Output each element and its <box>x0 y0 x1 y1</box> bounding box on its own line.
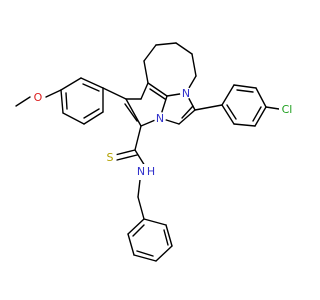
bond <box>116 154 138 161</box>
bond <box>163 229 169 246</box>
bond <box>60 77 82 91</box>
amide-nitrogen: N H <box>136 164 155 180</box>
bond <box>155 42 177 46</box>
bond <box>82 83 100 92</box>
bond <box>134 125 142 151</box>
bond <box>15 96 31 107</box>
bond <box>252 106 262 122</box>
bond <box>133 254 157 262</box>
hydrogen-label: H <box>147 165 155 178</box>
bond <box>233 123 256 127</box>
chlorophenyl-group <box>194 84 280 127</box>
bond <box>149 88 166 100</box>
bond <box>226 104 237 120</box>
bond <box>265 106 280 110</box>
oxygen-label: O <box>34 91 43 104</box>
bond <box>175 42 193 55</box>
bond <box>134 149 146 167</box>
fused-ring-core <box>124 42 197 127</box>
bond <box>83 108 100 119</box>
chlorine-label: Cl <box>282 103 293 116</box>
bond <box>45 89 62 98</box>
bond <box>255 87 267 108</box>
bond <box>127 218 145 235</box>
bond <box>143 218 167 226</box>
methoxy-oxygen: O <box>31 90 45 104</box>
bond <box>236 89 254 93</box>
bond <box>136 250 154 257</box>
molecule-structure: O N N Cl S N H <box>15 42 295 262</box>
methoxyphenyl-group <box>15 77 127 125</box>
bond <box>60 89 64 114</box>
bond <box>137 179 141 198</box>
bond <box>221 84 235 106</box>
bond <box>132 224 145 237</box>
bond <box>65 92 68 110</box>
nitrogen-label: N <box>137 165 145 178</box>
thio-sulfur: S <box>103 150 117 164</box>
bond <box>147 82 168 97</box>
bond <box>165 224 173 247</box>
nitrogen-label: N <box>156 112 164 125</box>
bond <box>194 104 223 111</box>
atom-labels: O N N Cl S N H <box>31 87 295 180</box>
bond <box>83 111 104 125</box>
bond <box>233 84 257 89</box>
bond <box>140 82 149 100</box>
bond <box>191 53 197 77</box>
bond <box>127 233 135 256</box>
bond <box>137 196 145 220</box>
nitrogen-label: N <box>182 87 190 100</box>
bond <box>102 87 127 100</box>
bond <box>143 44 157 62</box>
chlorine-atom: Cl <box>279 102 295 116</box>
bond <box>254 106 267 127</box>
bond <box>114 149 136 156</box>
bond <box>155 245 173 262</box>
bond <box>125 98 142 127</box>
thioamide-benzyl-group <box>114 125 173 262</box>
ring-nitrogen-upper: N <box>180 87 192 100</box>
bond <box>181 105 194 119</box>
bond <box>221 104 235 125</box>
ring-nitrogen-lower: N <box>154 112 166 125</box>
sulfur-label: S <box>107 151 114 164</box>
bond <box>124 103 138 122</box>
bond <box>62 112 85 125</box>
bond <box>80 77 104 89</box>
bond <box>178 109 196 125</box>
bond <box>143 60 149 84</box>
